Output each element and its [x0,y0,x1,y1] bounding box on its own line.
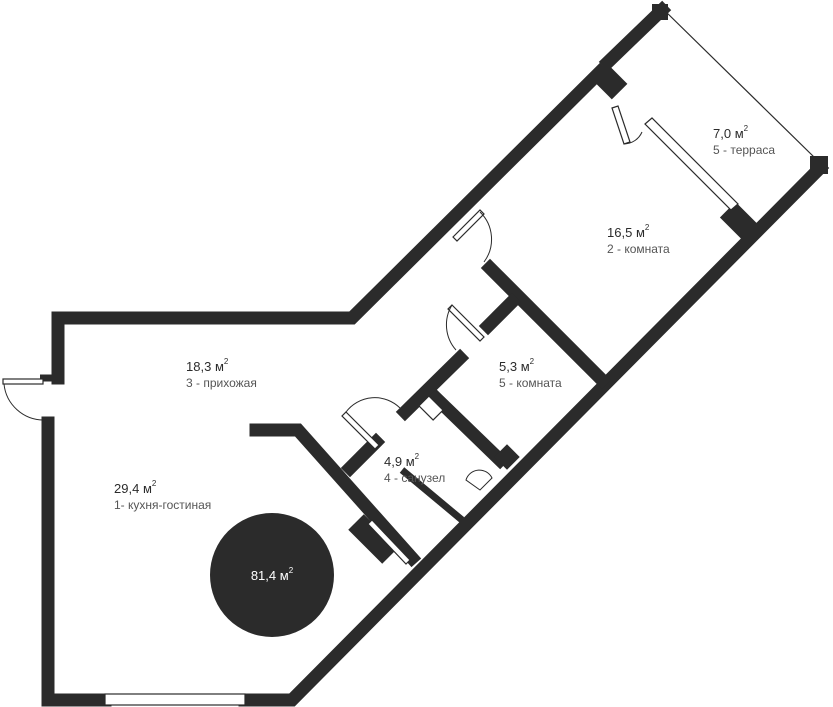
room-label-bathroom: 4,9 м2 4 - санузел [384,452,446,485]
window-room2 [644,117,739,211]
door-swing-bath [345,397,401,413]
partition-room2 [480,258,612,390]
door-leaf-room2 [452,209,485,242]
door-swing-terrace [623,131,643,145]
door-leaf-terrace [611,105,631,145]
window-niche [367,519,411,565]
room-label-kitchen: 29,4 м2 1- кухня-гостиная [114,479,212,512]
partition-kitchen [249,423,422,568]
total-area-value: 81,4 м2 [250,565,294,583]
toilet [465,469,493,491]
outer-wall-left [41,416,112,707]
door-leaf-entrance [2,378,44,385]
door-swing-entrance [3,383,45,421]
partition-bath-room5 [426,388,510,470]
door-leaf-room5 [447,304,485,342]
outer-wall-top [51,62,610,385]
total-area-badge: 81,4 м2 [210,513,334,637]
room-label-room-2: 16,5 м2 2 - комната [607,223,670,256]
door-swing-room5 [445,304,457,351]
window-kitchen [104,693,246,706]
partition-hall-room5 [478,292,522,336]
outer-wall-bottom [238,158,830,707]
sink [418,395,444,421]
door-swing-room2 [479,211,493,263]
door-leaf-bath [341,411,380,450]
partition-bath-top [395,348,470,422]
room-label-hallway: 18,3 м2 3 - прихожая [186,357,257,390]
room-label-terrace: 7,0 м2 5 - терраса [713,124,776,157]
room-label-room-5: 5,3 м2 5 - комната [499,357,562,390]
